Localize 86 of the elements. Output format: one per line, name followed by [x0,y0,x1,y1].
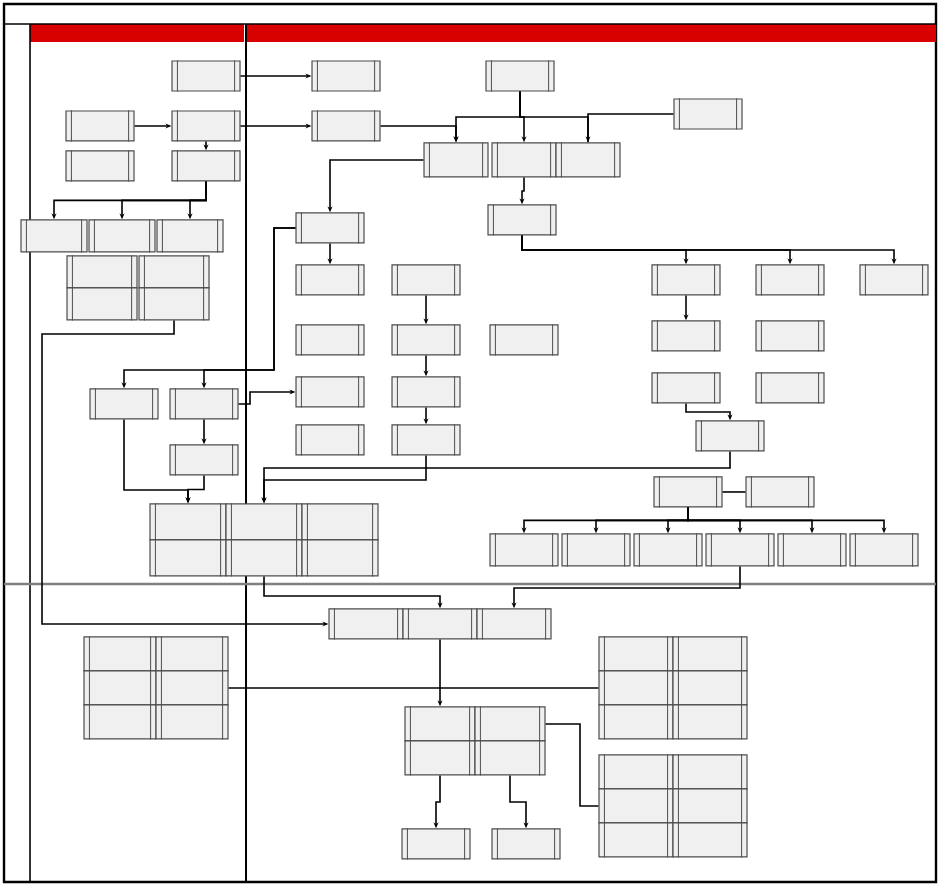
process-box [169,443,239,477]
process-box [149,502,227,542]
process-box [598,821,674,859]
process-box [651,371,721,405]
process-box [171,59,241,93]
process-box [391,375,461,409]
process-box [155,703,229,741]
process-box [404,739,476,777]
process-box [849,532,919,568]
process-box [777,532,847,568]
process-box [487,203,557,237]
process-box [672,753,748,791]
connector [227,687,600,689]
process-box [89,387,159,421]
process-box [474,705,546,743]
process-box [672,703,748,741]
process-box [295,423,365,457]
process-box [225,538,303,578]
process-box [225,502,303,542]
process-box [66,254,138,290]
process-box [598,703,674,741]
process-box [672,635,748,673]
process-box [476,607,552,641]
process-box [88,218,156,254]
connector [544,723,600,807]
process-box [651,263,721,297]
process-box [156,218,224,254]
process-box [401,827,471,861]
process-box [66,286,138,322]
process-box [672,787,748,825]
process-box [653,475,723,509]
process-box [149,538,227,578]
process-box [295,211,365,245]
process-box [598,669,674,707]
process-box [391,323,461,357]
process-box [404,705,476,743]
process-box [489,323,559,357]
process-box [695,419,765,453]
process-box [555,141,621,179]
process-box [672,821,748,859]
process-box [491,141,557,179]
process-box [169,387,239,421]
process-box [83,703,157,741]
process-box [859,263,929,297]
process-box [485,59,555,93]
process-box [171,149,241,183]
process-box [311,109,381,143]
connector [587,113,675,144]
process-box [155,635,229,673]
process-box [705,532,775,568]
process-box [489,532,559,568]
process-box [295,323,365,357]
process-box [301,538,379,578]
process-box [171,109,241,143]
process-box [598,787,674,825]
process-box [402,607,478,641]
process-box [651,319,721,353]
process-box [673,97,743,131]
process-box [295,375,365,409]
process-box [155,669,229,707]
process-box [598,635,674,673]
connector [721,491,747,493]
process-box [598,753,674,791]
process-box [755,371,825,405]
process-box [745,475,815,509]
process-box [755,319,825,353]
process-box [474,739,546,777]
process-box [83,635,157,673]
process-box [65,149,135,183]
process-box [328,607,404,641]
process-box [491,827,561,861]
process-box [391,263,461,297]
process-box [561,532,631,568]
process-box [295,263,365,297]
process-box [423,141,489,179]
process-box [391,423,461,457]
process-box [138,286,210,322]
process-box [138,254,210,290]
process-box [672,669,748,707]
process-box [755,263,825,297]
process-box [633,532,703,568]
process-box [311,59,381,93]
process-box [83,669,157,707]
process-box [301,502,379,542]
process-box [65,109,135,143]
process-box [20,218,88,254]
